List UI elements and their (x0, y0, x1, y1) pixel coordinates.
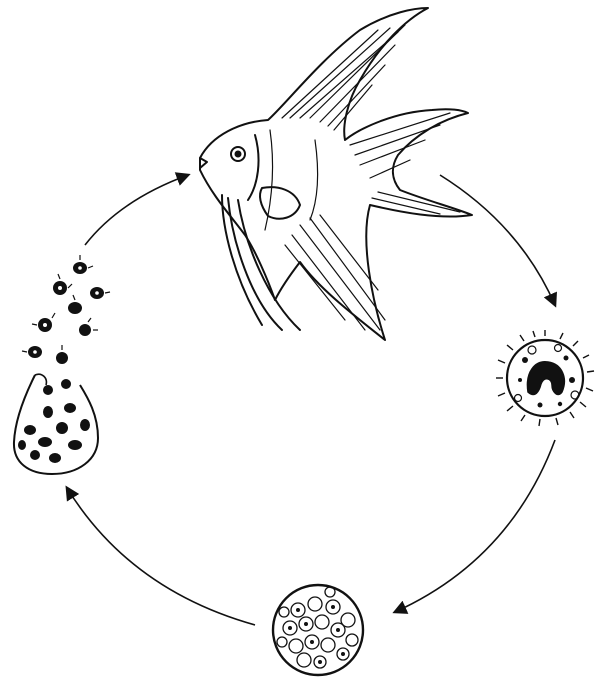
cycle-arrows (67, 175, 555, 625)
ciliated-parasite-icon (496, 330, 594, 426)
dividing-cyst-icon (273, 585, 363, 675)
arrow-swarmers-to-fish (85, 175, 188, 245)
swarmer-release-icon (14, 255, 110, 474)
arrow-cyst-to-swarmers (67, 488, 255, 625)
arrow-trophont-to-cyst (395, 440, 555, 612)
angelfish-icon (200, 8, 472, 340)
arrow-fish-to-trophont (440, 175, 555, 305)
